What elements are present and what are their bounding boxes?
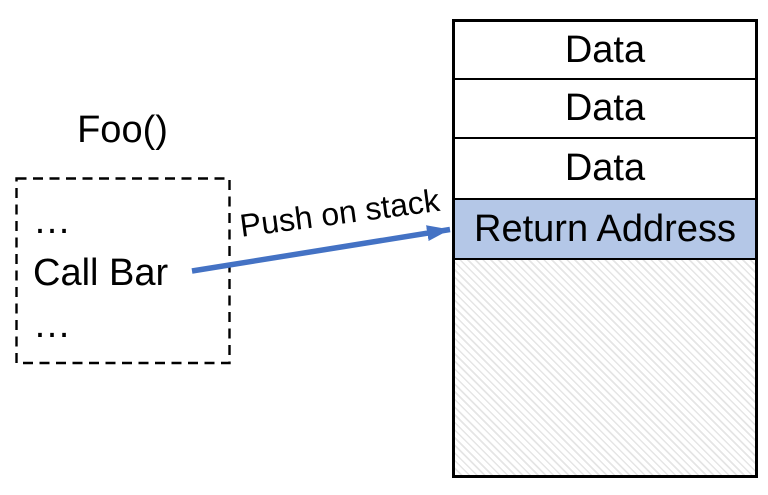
caller-function-label: Foo() xyxy=(77,109,168,151)
code-line-ellipsis-bottom: … xyxy=(33,304,71,346)
stack-memory: Data Data Data Return Address xyxy=(452,19,758,478)
code-line-call-bar: Call Bar xyxy=(33,252,169,294)
stack-cell-data-1: Data xyxy=(455,22,755,80)
stack-cell-data-2: Data xyxy=(455,80,755,139)
stack-cell-return-address: Return Address xyxy=(455,200,755,260)
push-arrow xyxy=(191,225,451,274)
code-line-ellipsis-top: … xyxy=(33,200,71,242)
stack-cell-unused-hatched xyxy=(455,260,755,475)
stack-cell-data-3: Data xyxy=(455,139,755,200)
caller-code-box: … Call Bar … xyxy=(33,195,223,351)
push-on-stack-label: Push on stack xyxy=(237,181,442,244)
